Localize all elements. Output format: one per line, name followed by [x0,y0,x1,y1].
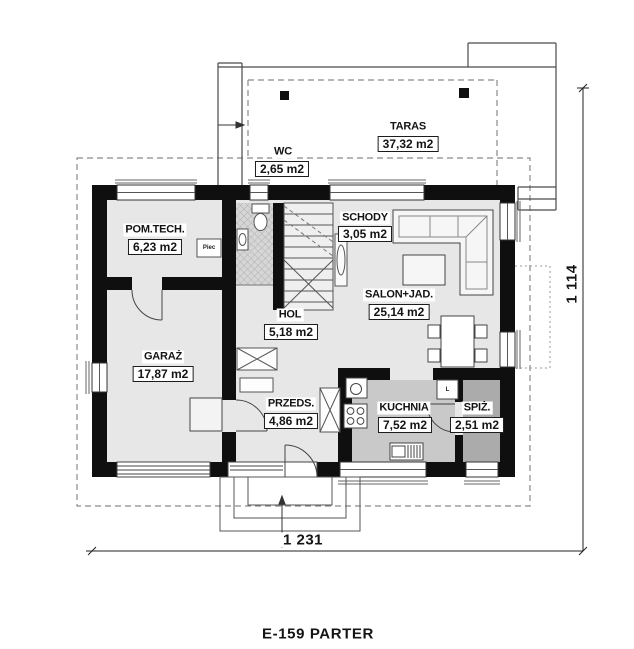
washbasin [236,228,249,251]
room-label-spiz: SPIŻ. [461,401,493,415]
roof-dim-tick [218,121,246,129]
roof-outline [217,42,557,211]
furnace-box [196,238,222,258]
entry-door [227,444,318,478]
staircase [236,202,334,311]
terrace-dashed-outline [247,79,498,186]
wardrobe-przeds [319,387,341,433]
window-mullions [99,192,508,470]
room-area-schody: 3,05 m2 [337,226,393,242]
toilet [251,203,270,231]
kitchen-sink [345,377,368,399]
room-area-hol: 5,18 m2 [263,324,319,340]
plan-title: E-159 PARTER [262,625,374,643]
window-sills [85,179,521,485]
fridge-box [436,379,459,400]
dimension-width-label: 1 231 [279,532,327,548]
entry-porch-steps [219,476,361,532]
cabinet-hol [239,377,274,393]
room-area-garaz: 17,87 m2 [132,366,194,382]
side-terrace-dashed [504,265,551,369]
room-area-pomtech: 6,23 m2 [127,239,183,255]
furnace-label: Piec [202,245,216,251]
room-label-przeds: PRZEDS. [265,397,317,411]
fridge-label: L [445,386,450,393]
room-label-pomtech: POM.TECH. [123,223,187,237]
stairs-floor [284,203,333,310]
room-label-taras: TARAS [387,120,429,134]
room-label-wc: WC [272,145,294,159]
dining-set [427,315,488,368]
interior-doors [131,289,456,433]
dimension-height-label: 1 114 [564,261,581,307]
room-label-schody: SCHODY [340,211,390,225]
room-area-przeds: 4,86 m2 [263,413,319,429]
wardrobe-hol [236,347,278,371]
room-label-kuchnia: KUCHNIA [377,401,431,415]
room-area-taras: 37,32 m2 [377,136,439,152]
room-area-wc: 2,65 m2 [254,161,310,177]
room-label-hol: HOL [276,308,304,322]
room-area-spiz: 2,51 m2 [449,417,505,433]
room-area-salon: 25,14 m2 [368,304,430,320]
stove [343,403,368,429]
garage-door [116,461,211,478]
room-label-salon: SALON+JAD. [363,288,435,302]
coffee-table [402,254,446,286]
corner-sofa [392,209,494,296]
room-label-garaz: GARAŻ [141,350,185,364]
dimension-lines [86,83,589,556]
kitchen-counter [389,442,424,461]
room-area-kuchnia: 7,52 m2 [377,417,433,433]
terrace-posts [280,88,469,100]
